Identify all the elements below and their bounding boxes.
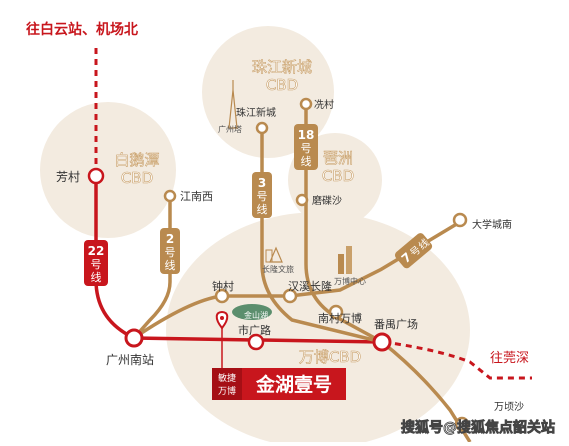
station-nancun-marker[interactable] <box>328 304 344 320</box>
line-18-badge: 18 号 线 <box>294 124 318 170</box>
station-daxuecheng-marker[interactable] <box>452 212 468 228</box>
svg-text:2: 2 <box>166 232 174 246</box>
station-nancun-label: 南村万博 <box>318 311 362 325</box>
baie-cbd-bubble <box>40 102 176 238</box>
svg-text:号: 号 <box>165 246 176 259</box>
station-xiancun-marker[interactable] <box>299 97 313 111</box>
changlong-icon <box>265 246 283 263</box>
station-guangzhou-south-label: 广州南站 <box>106 352 154 367</box>
line-3-badge: 3 号 线 <box>252 172 272 218</box>
watermark: 搜狐号@搜狐焦点韶关站 <box>401 419 555 436</box>
pearl-cbd-label-2: CBD <box>266 76 298 94</box>
station-wanqingsha-marker[interactable] <box>454 416 470 432</box>
line-22-badge: 22 号 线 <box>84 240 108 286</box>
wanbo-center-icon <box>338 246 352 274</box>
project-tag-1: 敏捷 <box>218 372 236 384</box>
baie-cbd-label-1: 白鹅潭 <box>114 151 159 169</box>
project-banner[interactable]: 敏捷 万博 金湖壹号 <box>212 368 346 400</box>
svg-text:号: 号 <box>257 190 268 203</box>
svg-text:3: 3 <box>258 176 266 190</box>
svg-text:线: 线 <box>165 258 176 272</box>
station-modiesha-marker[interactable] <box>295 193 309 207</box>
svg-text:线: 线 <box>91 270 102 284</box>
baie-cbd-label-2: CBD <box>121 169 153 187</box>
station-jiangnanxi-marker[interactable] <box>163 189 177 203</box>
svg-text:22: 22 <box>88 244 105 258</box>
canton-tower-label: 广州塔 <box>218 124 242 134</box>
station-panyu-label: 番禺广场 <box>374 317 418 331</box>
wanbo-cbd-label: 万博CBD <box>299 348 361 366</box>
line-7-track <box>133 220 461 340</box>
station-wanqingsha-label: 万顷沙 <box>494 401 524 413</box>
north-direction-label: 往白云站、机场北 <box>26 21 138 38</box>
station-shiguanglu-marker[interactable] <box>247 333 265 351</box>
line-2-track <box>132 196 172 340</box>
station-shiguanglu-label: 市广路 <box>238 323 271 337</box>
pazhou-cbd-label-1: 琶洲 <box>323 149 353 167</box>
station-jiangnanxi-label: 江南西 <box>180 190 213 203</box>
station-zhujiang-marker[interactable] <box>255 121 269 135</box>
station-zhucun-marker[interactable] <box>214 288 230 304</box>
station-fangcun-label: 芳村 <box>56 170 80 184</box>
line-7-badge: 7 号 线 <box>394 233 433 269</box>
line-22-dashed-east <box>383 340 532 380</box>
station-modiesha-label: 磨碟沙 <box>312 194 342 207</box>
svg-text:线: 线 <box>301 154 312 168</box>
svg-text:线: 线 <box>257 202 268 216</box>
pearl-cbd-label-1: 珠江新城 <box>252 58 312 76</box>
pazhou-cbd-label-2: CBD <box>322 167 354 185</box>
station-guangzhou-south-marker[interactable] <box>124 328 144 348</box>
svg-text:号: 号 <box>301 142 312 155</box>
jinshan-lake <box>232 304 272 320</box>
svg-text:号: 号 <box>91 258 102 271</box>
project-tag-2: 万博 <box>218 385 236 397</box>
station-daxuecheng-label: 大学城南 <box>472 218 512 231</box>
project-name: 金湖壹号 <box>255 373 332 396</box>
station-xiancun-label: 冼村 <box>314 98 334 111</box>
station-zhucun-label: 钟村 <box>212 279 234 293</box>
wanbo-center-label: 万博中心 <box>334 276 366 286</box>
line-2-badge: 2 号 线 <box>160 228 180 274</box>
station-hanxi-marker[interactable] <box>282 288 298 304</box>
station-hanxi-label: 汉溪长隆 <box>288 279 332 293</box>
svg-text:18: 18 <box>298 128 315 142</box>
east-direction-label: 往莞深 <box>490 351 529 366</box>
canton-tower-icon <box>228 80 238 129</box>
changlong-label: 长隆文旅 <box>262 264 294 274</box>
station-zhujiang-label: 珠江新城 <box>236 106 276 119</box>
station-panyu-marker[interactable] <box>372 332 392 352</box>
station-fangcun-marker[interactable] <box>87 167 105 185</box>
jinshan-lake-label: 金山湖 <box>244 310 268 320</box>
